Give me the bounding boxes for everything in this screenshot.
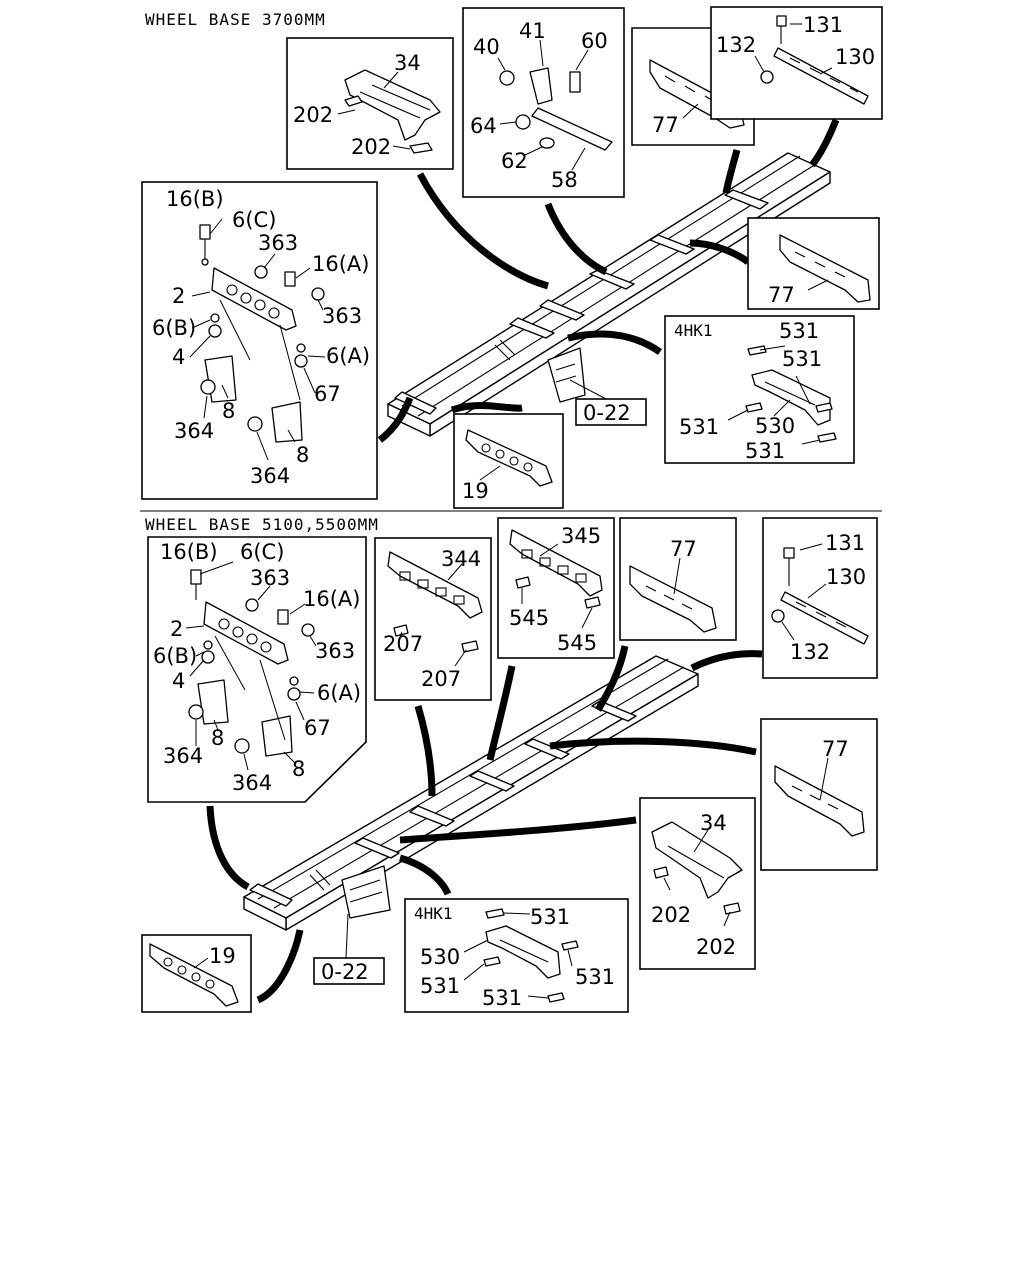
callout-label: 131 (825, 531, 865, 555)
callout-label: 531 (575, 965, 615, 989)
callout-label: 19 (209, 944, 236, 968)
callout-label: 345 (561, 524, 601, 548)
top-box-4hk1: 4HK1 531 531 531 530 531 (664, 315, 855, 464)
callout-label: 6(A) (326, 344, 370, 368)
callout-label: 8 (296, 443, 309, 467)
callout-label: 8 (292, 757, 305, 781)
callout-label: 77 (652, 113, 679, 137)
reference-label: 0-22 (321, 960, 369, 984)
callout-label: 207 (421, 667, 461, 691)
callout-label: 130 (835, 45, 875, 69)
callout-label: 60 (581, 29, 608, 53)
callout-label: 530 (420, 945, 460, 969)
callout-label: 6(B) (152, 316, 196, 340)
top-ref-0-22: 0-22 (569, 379, 647, 426)
callout-label: 344 (441, 547, 481, 571)
callout-label: 207 (383, 632, 423, 656)
callout-label: 531 (782, 347, 822, 371)
callout-label: 4 (172, 669, 185, 693)
callout-label: 363 (322, 304, 362, 328)
callout-label: 202 (696, 935, 736, 959)
callout-label: 16(B) (160, 540, 218, 564)
top-box-131: 131 132 130 (710, 6, 883, 120)
callout-label: 364 (163, 744, 203, 768)
callout-label: 77 (768, 283, 795, 307)
engine-tag: 4HK1 (674, 321, 713, 340)
callout-label: 16(A) (303, 587, 360, 611)
callout-label: 363 (315, 639, 355, 663)
callout-label: 6(B) (153, 644, 197, 668)
bottom-box-77a: 77 (619, 517, 737, 641)
callout-label: 64 (470, 114, 497, 138)
reference-label: 0-22 (583, 401, 631, 425)
callout-label: 6(C) (232, 208, 276, 232)
callout-label: 132 (790, 640, 830, 664)
bottom-box-19: 19 (141, 934, 252, 1013)
callout-label: 364 (232, 771, 272, 795)
callout-label: 531 (745, 439, 785, 463)
bottom-box-345: 345 545 545 (497, 517, 615, 659)
callout-label: 67 (314, 382, 341, 406)
bottom-box-16: 16(B) 6(C) 363 16(A) 2 363 6(B) 4 6(A) 6… (147, 536, 367, 803)
callout-label: 58 (551, 168, 578, 192)
callout-label: 531 (420, 974, 460, 998)
callout-label: 34 (394, 51, 421, 75)
callout-label: 364 (250, 464, 290, 488)
callout-label: 6(A) (317, 681, 361, 705)
callout-label: 202 (651, 903, 691, 927)
callout-label: 531 (679, 415, 719, 439)
bottom-chassis-frame (243, 655, 699, 931)
callout-label: 131 (803, 13, 843, 37)
top-chassis-frame (387, 152, 831, 437)
callout-label: 531 (530, 905, 570, 929)
callout-label: 77 (822, 737, 849, 761)
callout-label: 364 (174, 419, 214, 443)
callout-label: 8 (222, 399, 235, 423)
top-box-34: 34 202 202 (286, 37, 454, 170)
callout-label: 530 (755, 414, 795, 438)
callout-label: 62 (501, 149, 528, 173)
callout-label: 531 (482, 986, 522, 1010)
callout-label: 16(B) (166, 187, 224, 211)
callout-label: 4 (172, 345, 185, 369)
callout-label: 19 (462, 479, 489, 503)
top-box-41: 40 41 60 64 62 58 (462, 7, 625, 198)
callout-label: 2 (170, 617, 183, 641)
top-box-19: 19 (453, 413, 564, 509)
callout-label: 16(A) (312, 252, 369, 276)
callout-label: 545 (557, 631, 597, 655)
top-section-header: WHEEL BASE 3700MM (145, 10, 326, 29)
callout-label: 67 (304, 716, 331, 740)
bottom-box-131: 131 130 132 (762, 517, 878, 679)
callout-label: 8 (211, 726, 224, 750)
callout-label: 202 (293, 103, 333, 127)
callout-label: 2 (172, 284, 185, 308)
callout-label: 40 (473, 35, 500, 59)
bottom-box-344: 344 207 207 (374, 537, 492, 701)
callout-label: 132 (716, 33, 756, 57)
bottom-ref-0-22: 0-22 (313, 913, 385, 985)
callout-label: 130 (826, 565, 866, 589)
top-box-16: 16(B) 6(C) 363 16(A) 2 363 6(B) 6(A) 4 6… (141, 181, 378, 500)
callout-curves (206, 118, 840, 1004)
callout-label: 77 (670, 537, 697, 561)
bottom-box-34: 34 202 202 (639, 797, 756, 970)
top-box-77b: 77 (747, 217, 880, 310)
callout-label: 34 (700, 811, 727, 835)
callout-label: 545 (509, 606, 549, 630)
bottom-section-header: WHEEL BASE 5100,5500MM (145, 515, 379, 534)
callout-label: 363 (250, 566, 290, 590)
callout-label: 202 (351, 135, 391, 159)
bottom-box-77b: 77 (760, 718, 878, 871)
engine-tag: 4HK1 (414, 904, 453, 923)
callout-label: 363 (258, 231, 298, 255)
bottom-box-4hk1: 4HK1 531 530 531 531 531 (404, 898, 629, 1013)
callout-label: 41 (519, 19, 546, 43)
callout-label: 6(C) (240, 540, 284, 564)
callout-label: 531 (779, 319, 819, 343)
